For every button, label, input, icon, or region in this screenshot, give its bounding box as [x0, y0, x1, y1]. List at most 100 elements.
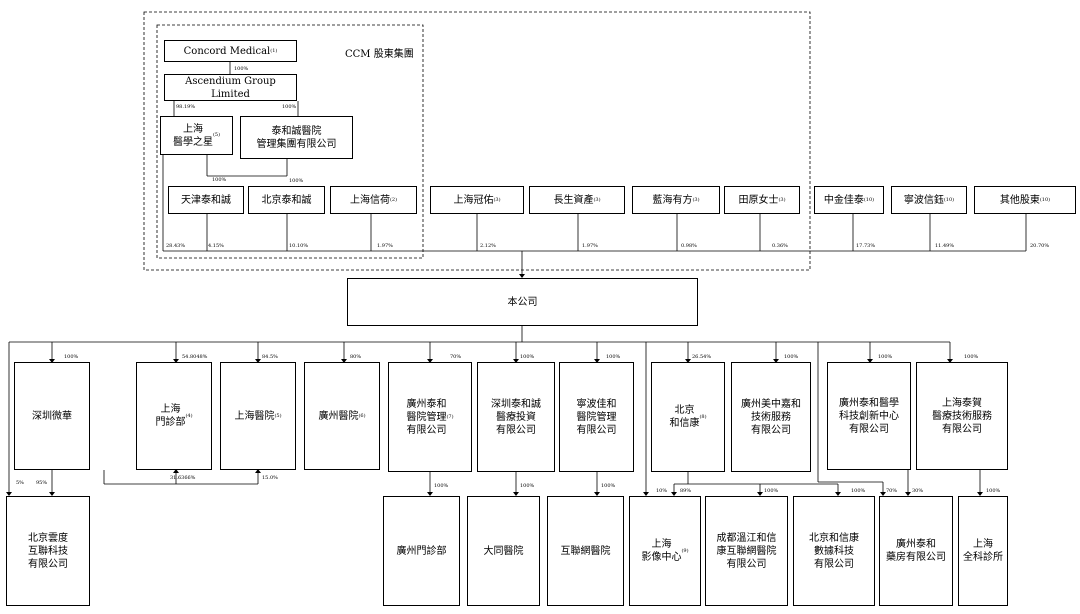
- pct-label: 5%: [16, 480, 24, 486]
- pct-label: 100%: [601, 483, 616, 489]
- pct-label: 15.0%: [262, 475, 278, 481]
- pct-label: 30%: [912, 488, 924, 494]
- pct-label: 100%: [289, 178, 304, 184]
- entity-name: 泰和誠醫院 管理集團有限公司: [256, 125, 337, 150]
- subsidiary-box: 上海醫院(5): [220, 362, 296, 470]
- pct-label: 100%: [434, 483, 449, 489]
- entity-name: 上海冠佑: [453, 194, 494, 206]
- pct-label: 100%: [64, 354, 79, 360]
- entity-name: 廣州泰和 藥房有限公司: [886, 539, 946, 563]
- entity-name: 長生資產: [553, 194, 594, 206]
- pct-label: 11.49%: [935, 243, 955, 249]
- bottom-entity-box: 大同醫院: [467, 496, 540, 606]
- pct-label: 70%: [450, 354, 462, 360]
- entity-name: 上海 全科診所: [963, 539, 1003, 563]
- entity-name: Ascendium Group Limited: [185, 75, 276, 100]
- bottom-entity-box: 廣州門診部: [383, 496, 460, 606]
- shareholder-box: 天津泰和誠: [168, 186, 244, 214]
- footnote-ref: (3): [692, 196, 700, 203]
- entity-name: 北京和信康 數據科技 有限公司: [809, 532, 859, 570]
- bottom-entity-box: 上海 影像中心(9): [629, 496, 701, 606]
- entity-name: 寧波信鈺: [903, 194, 944, 206]
- entity-name: 上海醫院: [234, 410, 275, 422]
- subsidiary-box: 廣州醫院(6): [304, 362, 380, 470]
- pct-label: 100%: [764, 488, 779, 494]
- bottom-entity-box: 成都溫江和信 康互聯網醫院 有限公司: [705, 496, 788, 606]
- subsidiary-box: 深圳微華: [14, 362, 90, 470]
- pct-label: 0.36%: [772, 243, 788, 249]
- pct-label: 1.97%: [377, 243, 393, 249]
- footnote-ref: (3): [493, 196, 501, 203]
- bottom-entity-box: 北京雲度 互聯科技 有限公司: [6, 496, 90, 606]
- pct-label: 100%: [282, 104, 297, 110]
- footnote-ref: (7): [446, 413, 454, 420]
- pct-label: 100%: [520, 354, 535, 360]
- pct-label: 100%: [986, 488, 1001, 494]
- subsidiary-box: 上海 門診部(4): [136, 362, 212, 470]
- entity-name: 深圳微華: [32, 410, 72, 422]
- shanghai-star-box: 上海 醫學之星(5): [160, 116, 233, 155]
- entity-name: 上海信荷: [349, 194, 390, 206]
- pct-label: 10%: [656, 488, 668, 494]
- entity-name: 廣州泰和醫學 科技創新中心 有限公司: [839, 397, 899, 435]
- entity-name: 田原女士: [738, 194, 779, 206]
- footnote-ref: (4): [185, 412, 193, 419]
- company-box: 本公司: [347, 278, 698, 326]
- pct-label: 98.19%: [176, 104, 196, 110]
- pct-label: 100%: [212, 177, 227, 183]
- footnote-ref: (6): [358, 412, 366, 419]
- pct-label: 28.43%: [166, 243, 186, 249]
- footnote-ref: (5): [212, 132, 221, 138]
- footnote-ref: (1): [270, 47, 278, 54]
- pct-label: 100%: [964, 354, 979, 360]
- entity-name: 藍海有方: [652, 194, 693, 206]
- shareholder-box: 藍海有方(3): [632, 186, 720, 214]
- shareholder-box: 寧波信鈺(10): [891, 186, 967, 214]
- taihe-group-box: 泰和誠醫院 管理集團有限公司: [240, 116, 353, 159]
- shareholder-box: 其他股東(10): [974, 186, 1076, 214]
- ascendium-box: Ascendium Group Limited: [164, 74, 297, 101]
- shareholder-box: 長生資產(3): [529, 186, 625, 214]
- footnote-ref: (10): [943, 196, 955, 203]
- bottom-entity-box: 上海 全科診所: [958, 496, 1008, 606]
- entity-name: 北京雲度 互聯科技 有限公司: [28, 532, 68, 570]
- pct-label: 54.8048%: [182, 354, 208, 360]
- entity-name: 廣州泰和 醫院管理 有限公司: [406, 398, 447, 436]
- pct-label: 2.12%: [480, 243, 496, 249]
- group-label: CCM 股東集團: [345, 49, 414, 60]
- pct-label: 100%: [878, 354, 893, 360]
- pct-label: 84.5%: [262, 354, 278, 360]
- entity-name: 成都溫江和信 康互聯網醫院 有限公司: [716, 532, 777, 570]
- shareholder-box: 北京泰和誠: [248, 186, 325, 214]
- concord-medical-box: Concord Medical(1): [164, 40, 297, 62]
- shareholder-box: 上海信荷(2): [330, 186, 417, 214]
- footnote-ref: (3): [593, 196, 601, 203]
- pct-label: 17.73%: [856, 243, 876, 249]
- subsidiary-box: 廣州泰和 醫院管理 有限公司(7): [388, 362, 472, 472]
- subsidiary-box: 廣州美中嘉和 技術服務 有限公司: [731, 362, 811, 472]
- shareholder-box: 田原女士(3): [724, 186, 800, 214]
- pct-label: 100%: [234, 66, 249, 72]
- pct-label: 0.98%: [681, 243, 697, 249]
- pct-label: 70%: [886, 488, 898, 494]
- pct-label: 4.15%: [208, 243, 224, 249]
- entity-name: 中金佳泰: [823, 194, 864, 206]
- shareholder-box: 中金佳泰(10): [814, 186, 884, 214]
- pct-label: 80%: [350, 354, 362, 360]
- entity-name: 其他股東: [999, 194, 1040, 206]
- pct-label: 100%: [520, 483, 535, 489]
- pct-label: 100%: [606, 354, 621, 360]
- entity-name: 寧波佳和 醫院管理 有限公司: [576, 398, 617, 436]
- subsidiary-box: 深圳泰和誠 醫療投資 有限公司: [477, 362, 555, 472]
- shareholder-box: 上海冠佑(3): [430, 186, 524, 214]
- pct-label: 31.6366%: [170, 475, 196, 481]
- bottom-entity-box: 北京和信康 數據科技 有限公司: [793, 496, 875, 606]
- pct-label: 1.97%: [582, 243, 598, 249]
- footnote-ref: (8): [699, 413, 707, 420]
- bottom-entity-box: 廣州泰和 藥房有限公司: [879, 496, 953, 606]
- pct-label: 100%: [851, 488, 866, 494]
- entity-name: 上海 影像中心: [641, 539, 682, 563]
- subsidiary-box: 上海泰賀 醫療技術服務 有限公司: [916, 362, 1008, 470]
- footnote-ref: (10): [1039, 196, 1051, 203]
